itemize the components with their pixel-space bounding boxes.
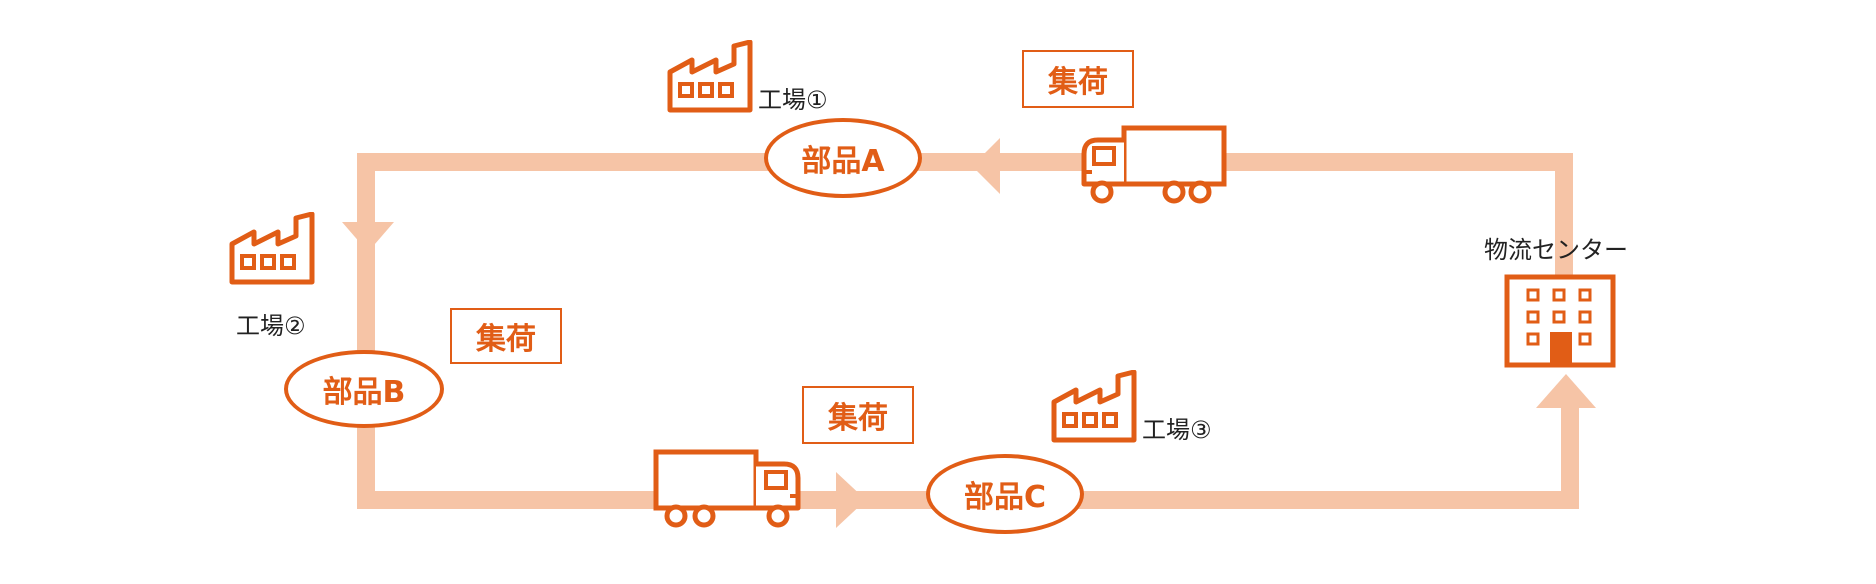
- part-c-ellipse: 部品C: [926, 454, 1084, 534]
- pickup-tag-bottom: 集荷: [802, 386, 914, 444]
- truck-icon: [653, 449, 801, 528]
- pickup-tag-left: 集荷: [450, 308, 562, 364]
- factory-1-label: 工場①: [758, 86, 828, 114]
- factory-icon: [1051, 370, 1137, 443]
- building-icon: [1504, 274, 1616, 368]
- factory-2-label: 工場②: [236, 312, 306, 340]
- logistics-center-label: 物流センター: [1484, 236, 1628, 264]
- factory-3-label: 工場③: [1142, 416, 1212, 444]
- factory-icon: [229, 212, 315, 285]
- route-arrow-up: [1536, 374, 1596, 408]
- part-a-ellipse: 部品A: [764, 118, 922, 198]
- route-arrow-left: [972, 138, 1000, 194]
- part-b-ellipse: 部品B: [284, 350, 444, 428]
- route-arrow-down: [342, 222, 394, 252]
- route-path: [357, 153, 1579, 509]
- factory-icon: [667, 40, 753, 113]
- route-arrow-right: [836, 472, 866, 528]
- pickup-tag-top: 集荷: [1022, 50, 1134, 108]
- truck-icon: [1081, 125, 1227, 204]
